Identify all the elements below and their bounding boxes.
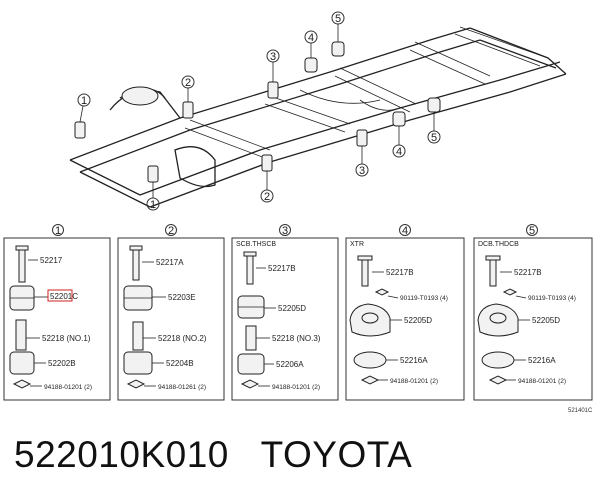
frame-callout-2a: 2 xyxy=(185,77,191,89)
panel-3-part-1: 52217B xyxy=(268,264,296,273)
frame-callouts: 1 2 3 4 5 1 2 3 4 5 xyxy=(77,11,441,211)
frame-callout-4b: 4 xyxy=(396,146,402,158)
panel-5-part-1: 52217B xyxy=(514,268,542,277)
panel-1-number: 1 xyxy=(55,225,61,237)
panel-1: 1 52217 52201C 52218 (NO.1) 52202B 94188… xyxy=(3,224,111,401)
panel-4-part-4: 52216A xyxy=(400,356,428,365)
panel-4-part-1: 52217B xyxy=(386,268,414,277)
frame-callout-3a: 3 xyxy=(270,51,276,63)
panel-4-header: XTR xyxy=(350,241,364,248)
panel-3: 3 SCB.THSCB 52217B 52205D 52218 (NO.3) 5… xyxy=(231,224,339,401)
panel-1-part-4: 52202B xyxy=(48,359,76,368)
panel-2-part-1: 52217A xyxy=(156,258,184,267)
frame-callout-1a: 1 xyxy=(81,95,87,107)
panel-5-part-4: 52216A xyxy=(528,356,556,365)
panel-5-part-2: 90119-T0193 (4) xyxy=(528,295,576,302)
panel-1-part-3: 52218 (NO.1) xyxy=(42,334,91,343)
panel-1-part-2: 52201C xyxy=(50,292,78,301)
panel-4-part-5: 94188-01201 (2) xyxy=(390,378,438,385)
vehicle-frame-drawing xyxy=(69,24,567,208)
panel-3-number: 3 xyxy=(282,225,288,237)
panel-3-part-4: 52206A xyxy=(276,360,304,369)
panel-4-number: 4 xyxy=(402,225,408,237)
panel-4-part-2: 90119-T0193 (4) xyxy=(400,295,448,302)
panel-3-part-3: 52218 (NO.3) xyxy=(272,334,321,343)
panel-2-part-4: 52204B xyxy=(166,359,194,368)
panel-5-part-3: 52205D xyxy=(532,316,560,325)
panel-3-part-5: 94188-01201 (2) xyxy=(272,384,320,391)
caption-brand: TOYOTA xyxy=(260,434,413,475)
panel-4-part-3: 52205D xyxy=(404,316,432,325)
panel-2-part-5: 94188-01261 (2) xyxy=(158,384,206,391)
panel-2-part-3: 52218 (NO.2) xyxy=(158,334,207,343)
frame-callout-4a: 4 xyxy=(308,32,314,44)
panel-1-part-5: 94188-01201 (2) xyxy=(44,384,92,391)
figure-id: 521401C xyxy=(568,408,593,414)
caption: 522010K010 TOYOTA xyxy=(14,434,412,476)
caption-part-number: 522010K010 xyxy=(14,434,229,475)
panel-3-header: SCB.THSCB xyxy=(236,241,276,248)
panel-4: 4 XTR 52217B 90119-T0193 (4) 52205D 5221… xyxy=(345,224,465,401)
panel-5-part-5: 94188-01201 (2) xyxy=(518,378,566,385)
panel-5-header: DCB.THDCB xyxy=(478,241,519,248)
panel-2: 2 52217A 52203E 52218 (NO.2) 52204B 9418… xyxy=(117,224,225,401)
panel-5-number: 5 xyxy=(529,225,535,237)
panel-5: 5 DCB.THDCB 52217B 90119-T0193 (4) 52205… xyxy=(473,224,593,401)
panel-2-number: 2 xyxy=(168,225,174,237)
frame-callout-2b: 2 xyxy=(264,191,270,203)
panel-3-part-2: 52205D xyxy=(278,304,306,313)
panel-2-part-2: 52203E xyxy=(168,293,196,302)
frame-callout-3b: 3 xyxy=(359,165,365,177)
frame-callout-5a: 5 xyxy=(335,13,341,25)
frame-callout-1b: 1 xyxy=(150,199,156,211)
panel-1-part-1: 52217 xyxy=(40,256,63,265)
frame-callout-5b: 5 xyxy=(431,132,437,144)
